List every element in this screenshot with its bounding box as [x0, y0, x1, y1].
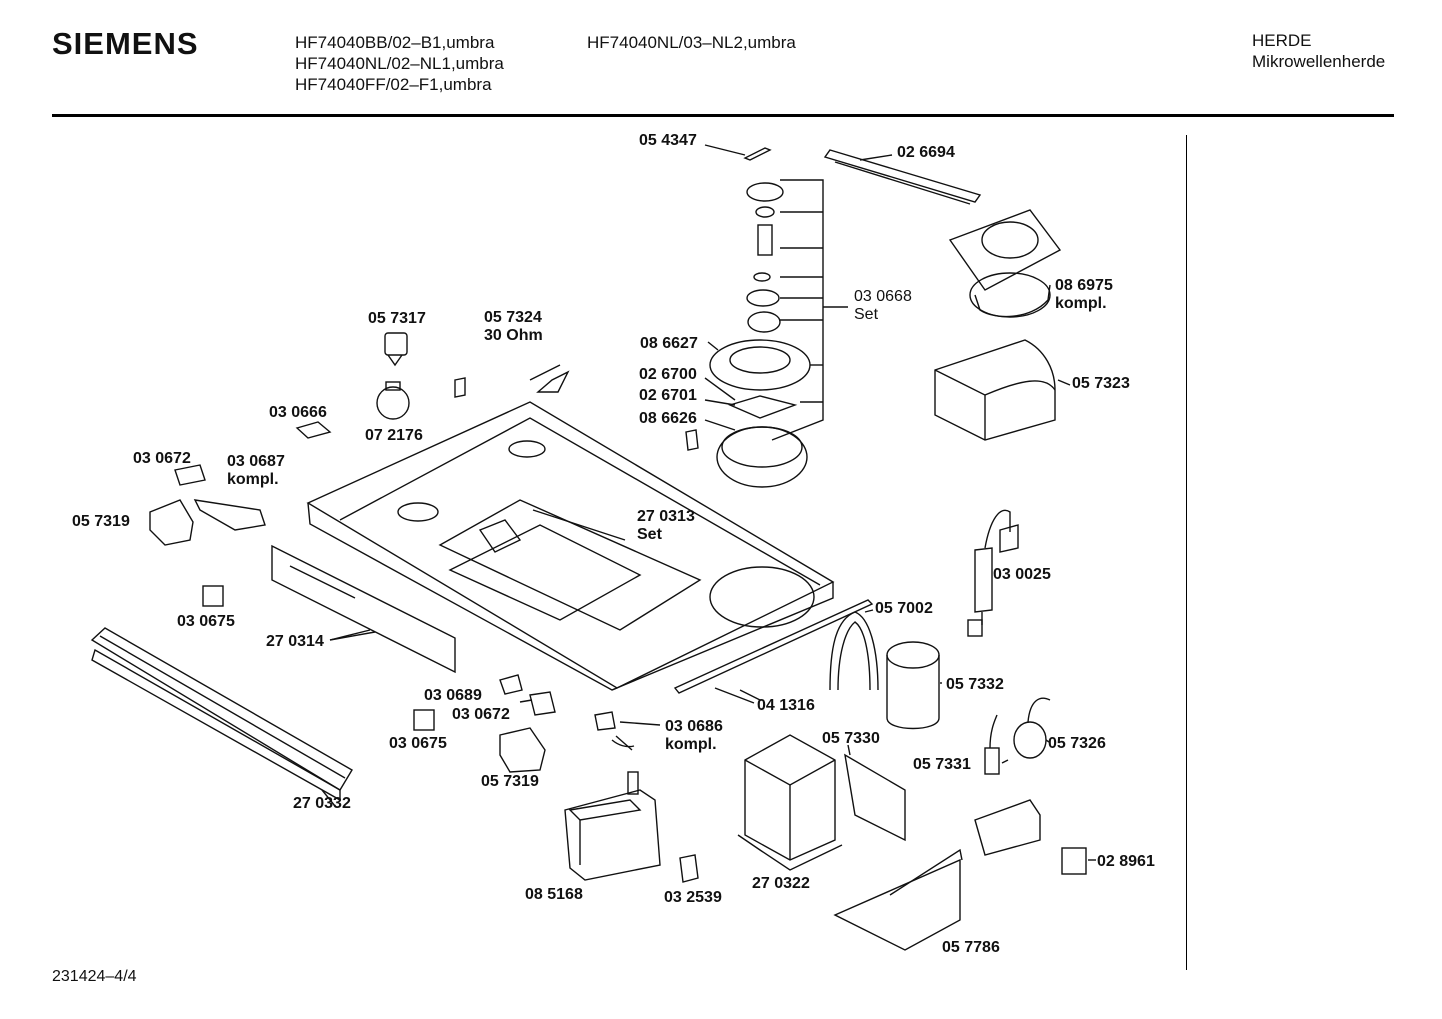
part-note: kompl. [1055, 295, 1107, 312]
model-list-2: HF74040NL/03–NL2,umbra [587, 32, 796, 53]
transformer [744, 734, 836, 861]
brand-logo: SIEMENS [52, 26, 199, 61]
part-label: 27 0314 [266, 633, 324, 650]
model-line: HF74040FF/02–F1,umbra [295, 75, 492, 94]
part-label: 03 0686 kompl. [665, 718, 723, 754]
part-label: 02 6701 [639, 387, 697, 404]
base-bracket [833, 858, 961, 951]
model-line: HF74040BB/02–B1,umbra [295, 33, 495, 52]
part-label: 05 7331 [913, 756, 971, 773]
part-label: 08 6627 [640, 335, 698, 352]
fan-housing [934, 339, 1056, 441]
part-label: 08 6626 [639, 410, 697, 427]
category-main: HERDE [1252, 31, 1312, 50]
header-rule [52, 114, 1394, 117]
capacitor [886, 641, 940, 669]
part-label: 05 7324 30 Ohm [484, 309, 543, 345]
part-label: 05 7330 [822, 730, 880, 747]
door-switch-lower [499, 727, 546, 773]
part-label: 27 0332 [293, 795, 351, 812]
right-margin-rule [1186, 135, 1187, 970]
category-label: HERDE Mikrowellenherde [1252, 30, 1385, 72]
part-number: 03 0687 [227, 453, 285, 470]
part-note: Set [854, 306, 879, 323]
part-number: 27 0313 [637, 508, 695, 525]
part-label: 03 2539 [664, 889, 722, 906]
part-label: 02 6694 [897, 144, 955, 161]
part-label: 07 2176 [365, 427, 423, 444]
heating-element [823, 149, 982, 203]
bracket-arch [829, 611, 879, 691]
door-profile [90, 627, 353, 791]
part-number: 03 0668 [854, 288, 912, 305]
model-list-1: HF74040BB/02–B1,umbra HF74040NL/02–NL1,u… [295, 32, 504, 95]
part-note: kompl. [227, 471, 279, 488]
magnetron [564, 789, 661, 881]
part-label: 05 7002 [875, 600, 933, 617]
part-label: 03 0025 [993, 566, 1051, 583]
model-line: HF74040NL/02–NL1,umbra [295, 54, 504, 73]
door-switch-assembly [149, 499, 194, 546]
part-label: 05 7317 [368, 310, 426, 327]
fuse [974, 547, 993, 613]
part-label: 03 0672 [452, 706, 510, 723]
part-label: 03 0666 [269, 404, 327, 421]
part-label: 05 7319 [481, 773, 539, 790]
part-label: 02 8961 [1097, 853, 1155, 870]
part-number: 03 0686 [665, 718, 723, 735]
model-line: HF74040NL/03–NL2,umbra [587, 33, 796, 52]
part-label: 03 0675 [177, 613, 235, 630]
part-label: 27 0313 Set [637, 508, 695, 544]
fan-motor [948, 209, 1062, 291]
part-label: 03 0668 Set [854, 288, 912, 324]
part-label: 05 7326 [1048, 735, 1106, 752]
part-number: 05 7324 [484, 309, 542, 326]
drawing-number: 231424–4/4 [52, 968, 137, 985]
part-number: 08 6975 [1055, 277, 1113, 294]
part-label: 05 7786 [942, 939, 1000, 956]
part-label: 08 6975 kompl. [1055, 277, 1113, 313]
part-label: 03 0689 [424, 687, 482, 704]
part-label: 03 0675 [389, 735, 447, 752]
part-label: 02 6700 [639, 366, 697, 383]
part-label: 05 7323 [1072, 375, 1130, 392]
part-note: kompl. [665, 736, 717, 753]
part-label: 04 1316 [757, 697, 815, 714]
part-label: 03 0687 kompl. [227, 453, 285, 489]
part-label: 08 5168 [525, 886, 583, 903]
part-note: 30 Ohm [484, 327, 543, 344]
part-note: Set [637, 526, 662, 543]
part-label: 27 0322 [752, 875, 810, 892]
part-label: 03 0672 [133, 450, 191, 467]
shield-plate [844, 753, 906, 842]
category-sub: Mikrowellenherde [1252, 52, 1386, 71]
seal-strip [673, 599, 874, 694]
part-label: 05 7332 [946, 676, 1004, 693]
front-rail [271, 544, 456, 674]
part-label: 05 4347 [639, 132, 697, 149]
part-label: 05 7319 [72, 513, 130, 530]
